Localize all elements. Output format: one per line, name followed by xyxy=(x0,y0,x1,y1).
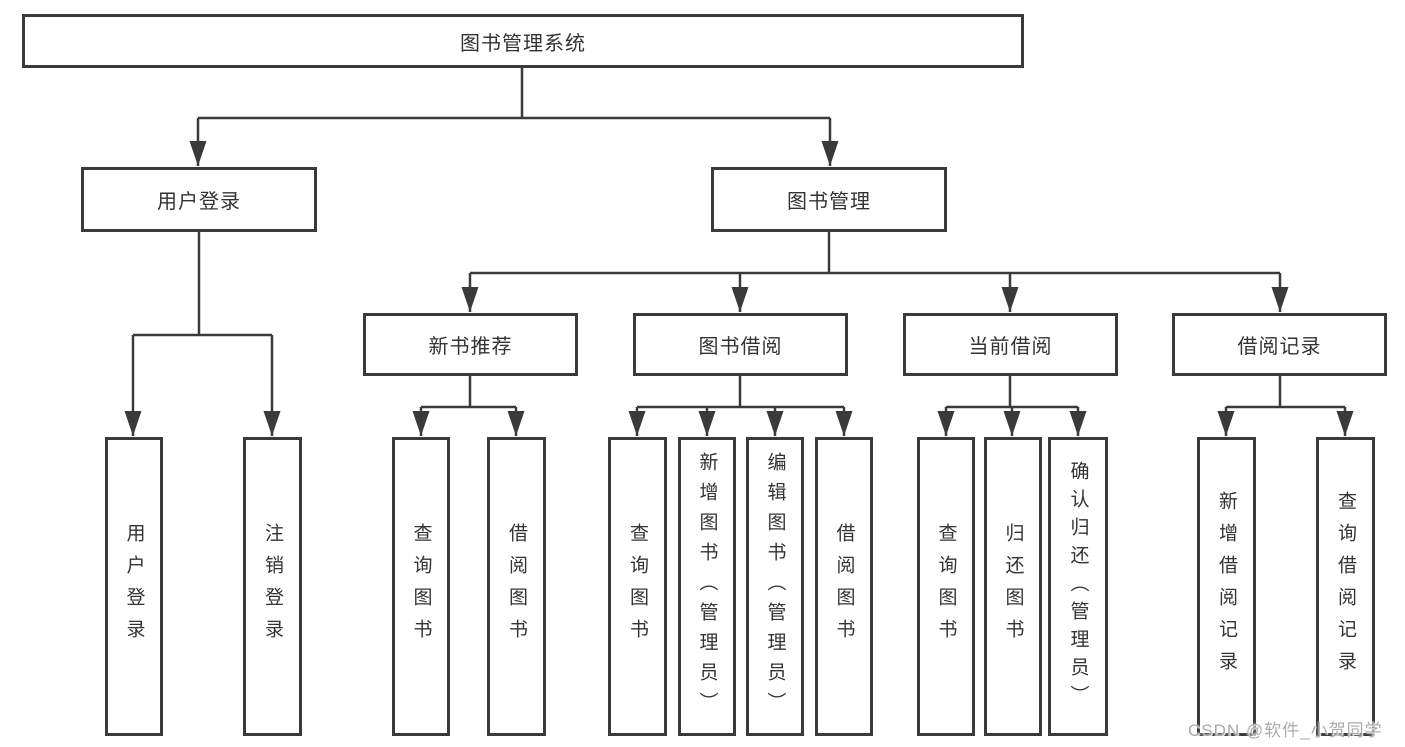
leaf-newbook-borrow-books: 借阅图书 xyxy=(487,437,546,736)
node-user-login-branch: 用户登录 xyxy=(81,167,317,232)
leaf-records-add-borrow-record: 新增借阅记录 xyxy=(1197,437,1256,736)
node-book-borrow: 图书借阅 xyxy=(633,313,848,376)
stem-book-management xyxy=(470,231,1280,275)
leaf-records-query-borrow-record: 查询借阅记录 xyxy=(1316,437,1375,736)
leaf-current-confirm-return-admin: 确认归还（管理员） xyxy=(1048,437,1108,736)
stem-current-borrow xyxy=(946,374,1078,409)
leaf-borrow-borrow-books: 借阅图书 xyxy=(815,437,873,736)
stem-root xyxy=(198,67,830,120)
leaf-borrow-add-books-admin: 新增图书（管理员） xyxy=(678,437,736,736)
node-new-book-recommend: 新书推荐 xyxy=(363,313,578,376)
stem-new-book xyxy=(421,374,516,409)
leaf-borrow-query-books: 查询图书 xyxy=(608,437,667,736)
leaf-current-query-books: 查询图书 xyxy=(917,437,975,736)
leaf-user-login: 用户登录 xyxy=(105,437,163,736)
stem-book-borrow xyxy=(637,374,844,409)
stem-user-login xyxy=(133,231,272,337)
node-current-borrow: 当前借阅 xyxy=(903,313,1118,376)
stem-borrow-records xyxy=(1226,374,1345,409)
node-book-management-branch: 图书管理 xyxy=(711,167,947,232)
leaf-logout: 注销登录 xyxy=(243,437,302,736)
leaf-borrow-edit-books-admin: 编辑图书（管理员） xyxy=(746,437,804,736)
node-borrow-records: 借阅记录 xyxy=(1172,313,1387,376)
leaf-newbook-query-books: 查询图书 xyxy=(392,437,450,736)
leaf-current-return-books: 归还图书 xyxy=(984,437,1042,736)
node-book-management-system: 图书管理系统 xyxy=(22,14,1024,68)
csdn-watermark: CSDN @软件_小贺同学 xyxy=(1188,721,1383,740)
